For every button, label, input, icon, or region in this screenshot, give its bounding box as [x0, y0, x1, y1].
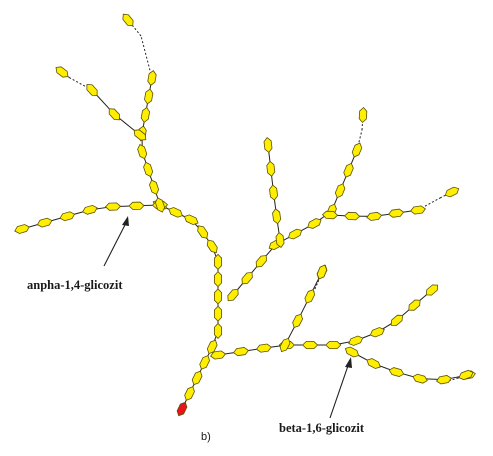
beta-arrow — [329, 359, 351, 419]
beta-annotation: beta-1,6-glicozit — [279, 357, 365, 435]
glucose-unit — [104, 202, 122, 211]
glucose-unit — [348, 335, 364, 346]
glucose-unit — [266, 160, 276, 177]
glucose-unit — [412, 373, 428, 384]
glucose-unit — [425, 284, 439, 296]
reducing-end-unit — [176, 401, 188, 417]
glucose-unit — [143, 161, 154, 178]
glucose-unit — [307, 218, 322, 229]
glucose-unit — [149, 179, 160, 195]
glucose-unit — [275, 232, 285, 248]
glucose-unit — [168, 207, 183, 218]
glucose-unit — [154, 197, 166, 213]
glucose-unit — [343, 162, 354, 178]
glucose-unit — [366, 358, 381, 369]
glucose-unit — [321, 210, 339, 220]
glucose-unit — [279, 337, 291, 353]
glucose-unit — [325, 341, 342, 349]
glucose-unit — [214, 322, 222, 340]
glucose-unit — [316, 264, 328, 280]
glucose-unit — [210, 350, 226, 360]
glucose-unit — [227, 288, 239, 302]
glucose-unit — [436, 375, 452, 385]
glucose-unit — [36, 217, 53, 228]
glucose-unit — [241, 271, 253, 285]
glucose-unit — [86, 84, 98, 96]
chain-continuation — [309, 281, 319, 301]
glucose-unit — [191, 370, 203, 386]
alpha-label: anpha-1,4-glicozit — [27, 278, 123, 292]
glucose-unit — [206, 339, 218, 355]
beta-arrowhead — [345, 357, 352, 368]
glucose-unit — [214, 253, 222, 270]
glucose-unit — [351, 142, 363, 158]
glucose-unit — [199, 355, 210, 370]
glucose-units — [14, 13, 476, 417]
glucose-unit — [255, 255, 267, 268]
glucose-unit — [133, 129, 147, 141]
glucose-unit — [82, 204, 98, 215]
beta-label: beta-1,6-glicozit — [279, 421, 365, 435]
glucose-unit — [304, 289, 316, 304]
glucose-unit — [232, 347, 249, 357]
panel-label: b) — [201, 431, 211, 443]
chain-continuation — [356, 129, 363, 151]
alpha-annotation: anpha-1,4-glicozit — [27, 216, 129, 292]
glucose-unit — [408, 299, 421, 311]
glucose-unit — [55, 66, 69, 78]
glucose-unit — [444, 186, 460, 198]
glucose-unit — [369, 327, 385, 338]
glucose-unit — [287, 228, 303, 240]
glucose-unit — [358, 106, 368, 124]
glucose-unit — [302, 341, 319, 349]
glucose-unit — [147, 70, 157, 86]
glucose-unit — [108, 108, 120, 121]
glucose-unit — [206, 239, 218, 254]
glucose-unit — [137, 143, 148, 160]
glucose-unit — [334, 183, 346, 199]
glucose-unit — [255, 343, 272, 353]
glucose-unit — [366, 211, 383, 221]
glucose-unit — [269, 184, 278, 201]
glucose-unit — [390, 314, 403, 326]
glucose-unit — [458, 369, 474, 381]
glucose-unit — [59, 211, 76, 222]
glucose-unit — [344, 211, 361, 221]
glucose-unit — [14, 224, 30, 234]
glucose-unit — [122, 13, 134, 27]
glucose-unit — [214, 305, 222, 322]
glucose-unit — [183, 214, 199, 226]
glucose-unit — [214, 288, 222, 305]
chain-continuation — [140, 35, 153, 79]
alpha-arrowhead — [122, 216, 129, 226]
glucose-unit — [214, 271, 222, 288]
glucose-unit — [272, 208, 282, 225]
alpha-arrow — [103, 218, 129, 267]
glucose-unit — [292, 313, 303, 328]
glucose-unit — [388, 367, 405, 377]
glucose-unit — [410, 205, 426, 215]
glucose-unit — [140, 106, 151, 123]
glucose-unit — [344, 346, 360, 358]
glucose-unit — [263, 136, 273, 154]
glucose-unit — [128, 201, 145, 210]
glucose-unit — [197, 225, 209, 239]
glucose-unit — [184, 386, 195, 401]
glucose-unit — [144, 88, 154, 105]
glucose-unit — [388, 208, 405, 218]
